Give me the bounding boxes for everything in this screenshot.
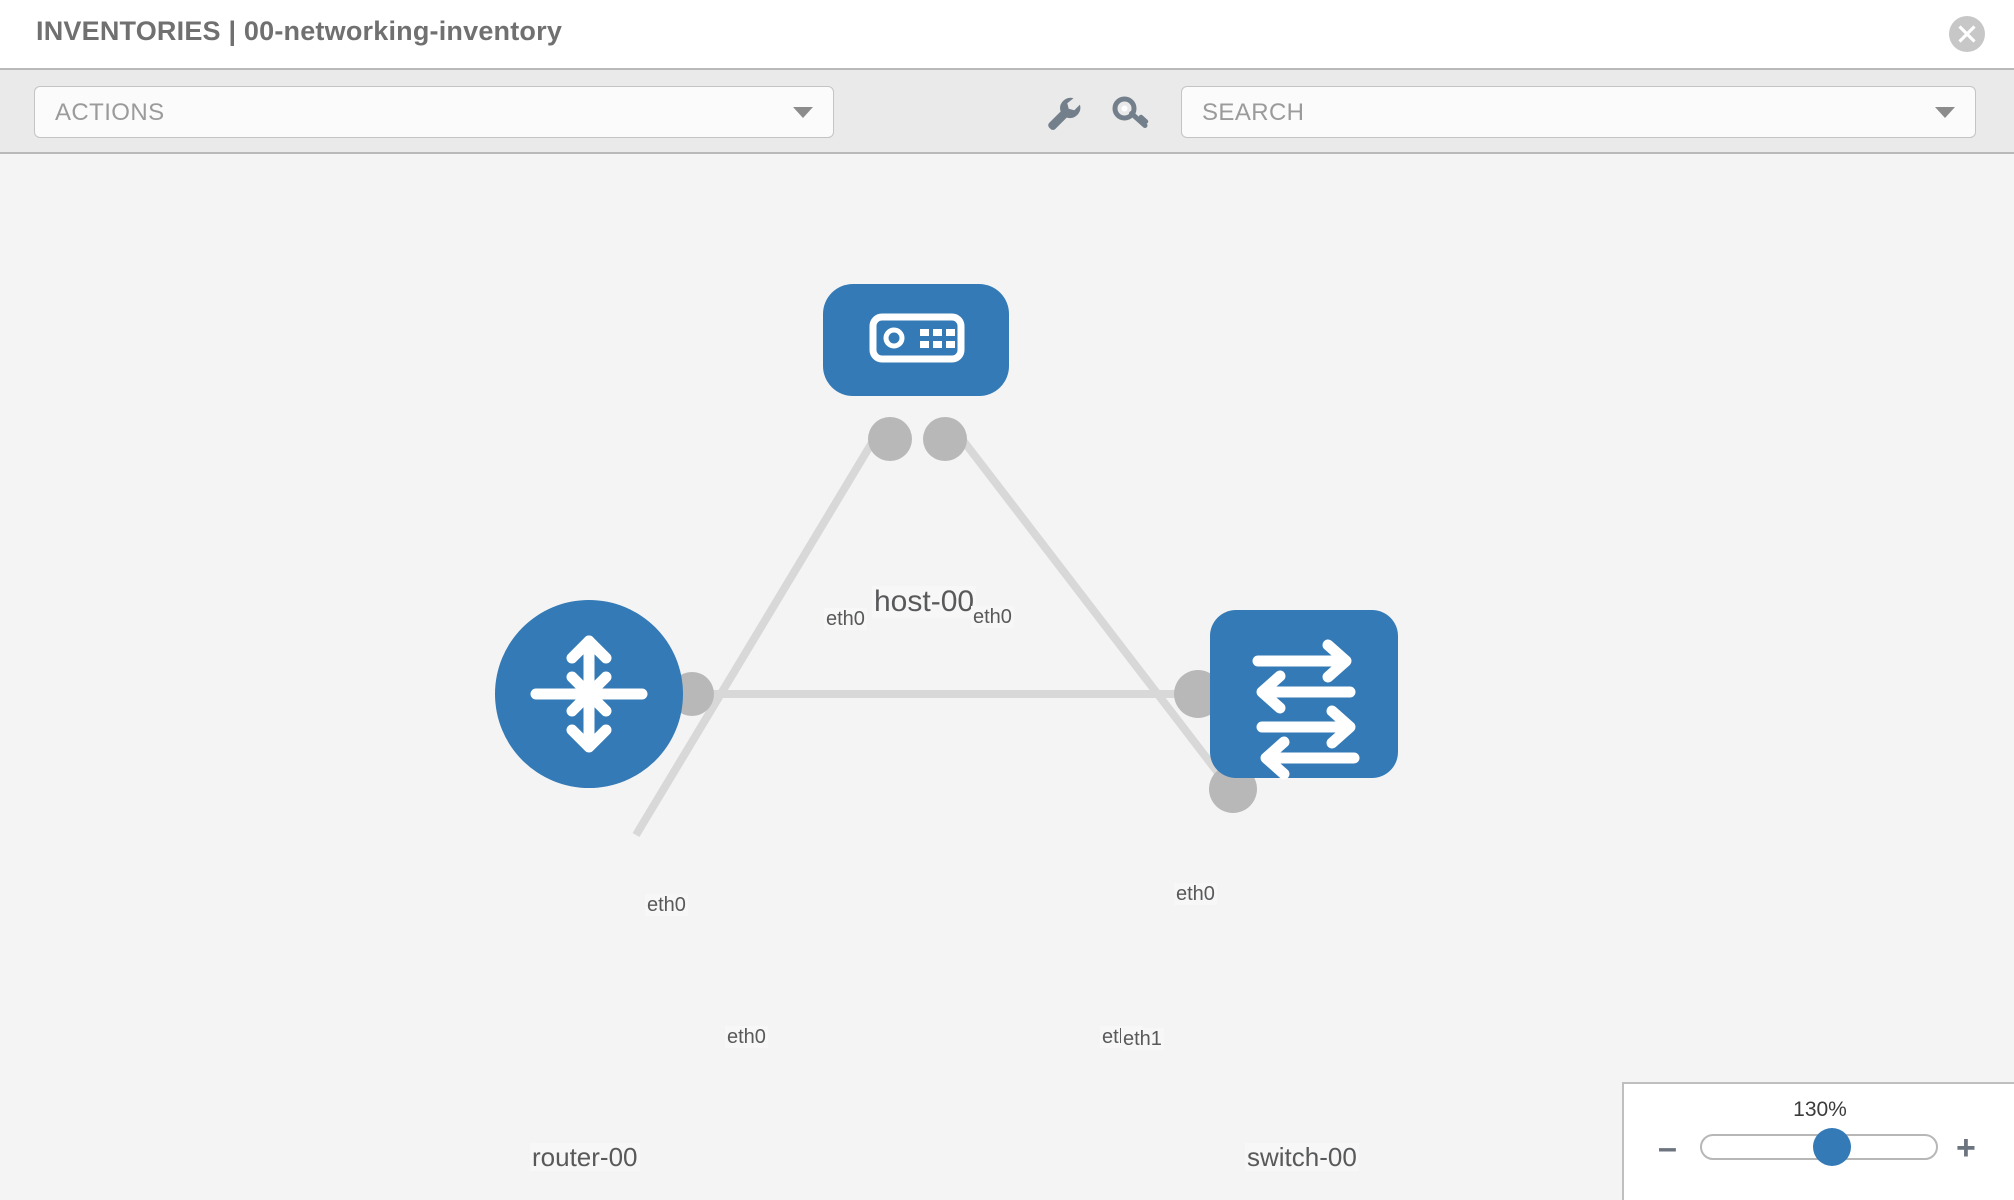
node-router-00[interactable] [495,600,683,788]
actions-dropdown-label: ACTIONS [55,99,165,126]
zoom-control-panel: 130% – + [1622,1082,2014,1200]
wrench-icon[interactable] [1042,92,1084,134]
toolbar: ACTIONS SEARCH [0,68,2014,154]
iface-label-host-right: eth0 [971,606,1014,628]
chevron-down-icon [793,107,813,118]
close-button[interactable] [1949,16,1985,52]
iface-label-host-left: eth0 [824,608,867,630]
router-arrows-icon [530,635,648,753]
socket-host-left[interactable] [868,417,912,461]
server-icon [869,313,965,363]
socket-host-right[interactable] [923,417,967,461]
node-switch-00[interactable] [1210,610,1398,780]
page-title: INVENTORIES | 00-networking-inventory [36,16,563,46]
iface-label-router-right: eth0 [725,1026,768,1048]
key-icon[interactable] [1110,92,1152,134]
close-icon [1949,16,1985,52]
page-header: INVENTORIES | 00-networking-inventory [0,0,2014,68]
zoom-slider-thumb[interactable] [1813,1128,1851,1166]
node-label-switch-00: switch-00 [1245,1142,1359,1172]
zoom-level-value: 130% [1793,1098,1847,1121]
node-label-host-00: host-00 [872,585,977,618]
zoom-in-button[interactable]: + [1956,1129,1976,1167]
topology-canvas[interactable]: host-00 router-00 switch-00 eth0 eth0 et… [0,154,2014,1200]
link-host-switch[interactable] [948,423,1236,794]
node-host-00[interactable] [823,284,1009,396]
node-label-router-00: router-00 [530,1142,640,1172]
link-host-router[interactable] [632,423,886,838]
iface-label-router-upper: eth0 [645,894,688,916]
search-placeholder: SEARCH [1202,99,1305,126]
zoom-out-button[interactable]: – [1658,1129,1677,1167]
iface-label-switch-upper: eth0 [1174,883,1217,905]
topology-graph[interactable] [0,154,2014,1200]
actions-dropdown[interactable]: ACTIONS [34,86,834,138]
iface-label-switch-left-1: eth1 [1121,1028,1164,1050]
switch-arrows-icon [1252,639,1360,780]
chevron-down-icon [1935,107,1955,118]
search-input[interactable]: SEARCH [1181,86,1976,138]
